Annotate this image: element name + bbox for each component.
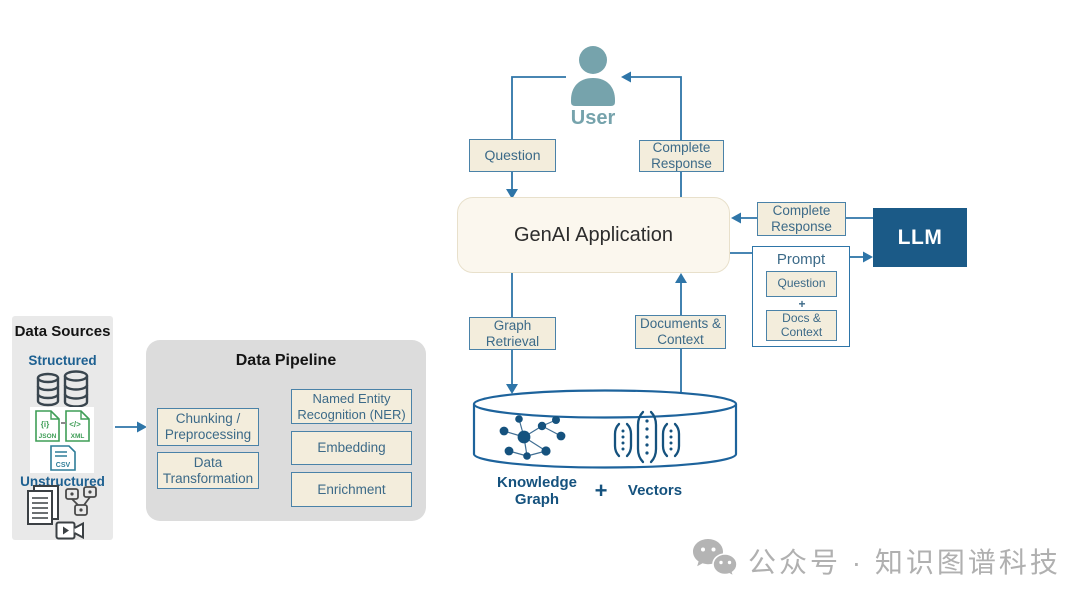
watermark-text: 公众号 · 知识图谱科技 [748,547,1061,578]
graph-retrieval-box: Graph Retrieval [469,317,556,350]
arrowhead-into-pipeline [137,421,147,433]
prompt-plus: + [798,297,806,311]
complete-response-box-right: Complete Response [757,202,846,236]
complete-response-box-top: Complete Response [639,140,724,172]
prompt-container: Prompt Question + Docs & Context [752,246,850,347]
pipeline-step-embedding: Embedding [291,431,412,465]
arrowhead-into-store [506,384,518,394]
user-label: User [570,107,616,129]
pipeline-step-transformation: Data Transformation [157,452,259,489]
llm-box: LLM [873,208,967,267]
databases-icon [35,369,91,416]
genai-application-box: GenAI Application [457,197,730,273]
documents-icon [25,484,61,531]
arrowhead-into-genai-bottom [675,273,687,283]
json-label: JSON [39,433,57,440]
user-to-question-line [511,76,566,190]
arrowhead-into-user [621,71,631,83]
xml-file-icon: </> XML [64,409,91,448]
arrowhead-into-genai-top [506,189,518,199]
vectors-label: Vectors [627,482,683,499]
vectors-icon [612,408,682,471]
prompt-docs-context-box: Docs & Context [766,310,837,341]
data-pipeline-panel: Data Pipeline Chunking / Preprocessing D… [146,340,426,521]
prompt-title: Prompt [776,251,826,268]
documents-context-box: Documents & Context [635,315,726,349]
pipeline-step-ner: Named Entity Recognition (NER) [291,389,412,424]
csv-file-icon: CSV [49,444,77,477]
user-icon [564,45,622,106]
structured-label: Structured [28,353,97,368]
prompt-question-box: Question [766,271,837,297]
json-glyph: {i} [41,420,49,429]
xml-label: XML [71,433,85,440]
video-camera-icon [55,520,85,546]
file-dash [61,422,66,424]
database-cylinder [471,388,739,477]
question-box: Question [469,139,556,172]
arrowhead-into-genai-right [731,212,741,224]
response-to-user-line [631,76,682,197]
json-file-icon: {i} JSON [34,409,61,448]
csv-label: CSV [56,462,71,469]
knowledge-graph-icon [494,410,578,471]
knowledge-graph-label: Knowledge Graph [496,474,577,508]
data-pipeline-title: Data Pipeline [235,352,337,369]
social-media-icon [64,486,98,521]
arrowhead-into-llm [863,251,873,263]
xml-glyph: </> [69,420,81,429]
pipeline-step-chunking: Chunking / Preprocessing [157,408,259,446]
data-sources-panel: Data Sources Structured {i} JSON [12,316,113,540]
data-sources-title: Data Sources [14,323,111,340]
wechat-icon [692,537,738,586]
pipeline-step-enrichment: Enrichment [291,472,412,507]
store-plus-label: + [594,478,608,503]
